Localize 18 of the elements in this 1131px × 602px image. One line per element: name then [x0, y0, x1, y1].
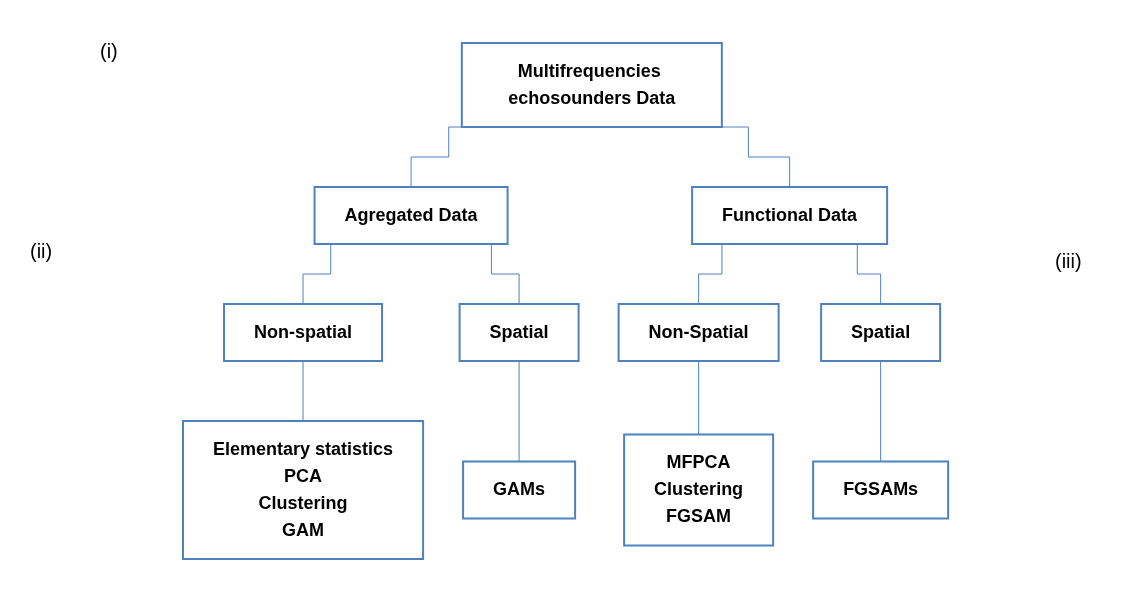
panel-label: (ii): [30, 240, 53, 263]
connector: [518, 360, 520, 462]
node-box: Spatial: [458, 303, 580, 362]
node-box: Spatial: [820, 303, 942, 362]
node-box: Elementary statistics PCA Clustering GAM: [181, 420, 424, 560]
node-box: Agregated Data: [313, 186, 509, 245]
node-box: Non-Spatial: [617, 303, 780, 362]
connector: [698, 360, 700, 435]
node-box: Multifrequencies echosounders Data: [460, 42, 723, 128]
panel-label: (iii): [1055, 250, 1082, 273]
panel-label: (i): [100, 40, 118, 63]
connector: [880, 360, 882, 462]
node-box: GAMs: [462, 460, 577, 520]
node-box: MFPCA Clustering FGSAM: [623, 433, 775, 547]
node-box: Non-spatial: [222, 303, 383, 362]
node-box: Functional Data: [691, 186, 889, 245]
node-box: FGSAMs: [812, 460, 950, 520]
connector: [302, 360, 304, 422]
